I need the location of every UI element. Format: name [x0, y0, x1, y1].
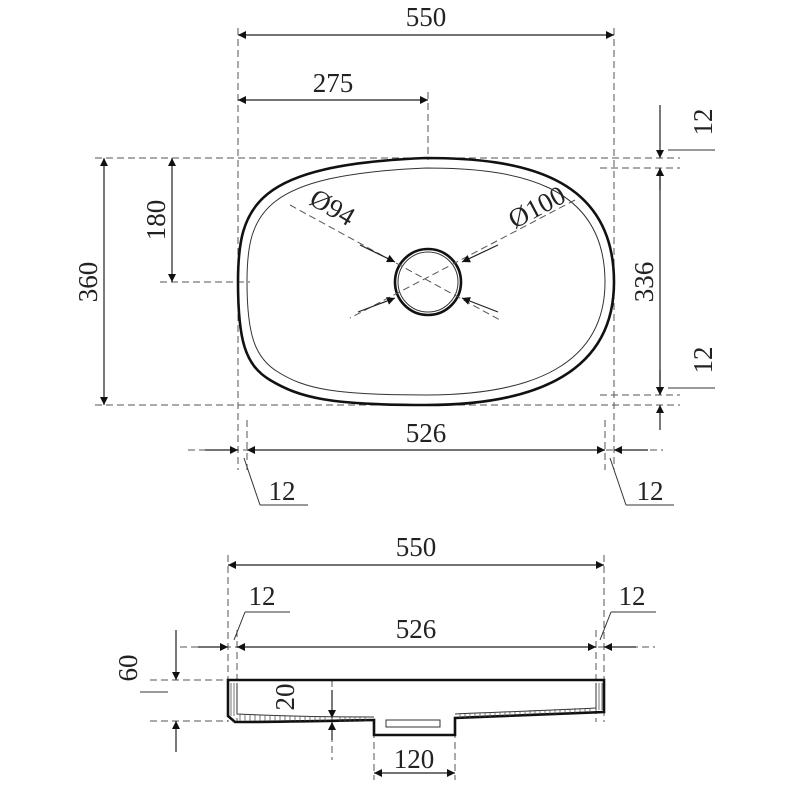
- basin-inner-outline: [246, 167, 606, 396]
- top-view: 550 275 360 180 336 12 12 526 12: [73, 2, 718, 506]
- drain-hole-outline: [393, 247, 463, 317]
- dim-label-drain-left: Ø94: [305, 183, 361, 232]
- dim-label-overall-width: 550: [406, 2, 447, 32]
- dim-label-overall-depth: 360: [73, 262, 103, 303]
- side-dim-label-height: 60: [113, 655, 143, 682]
- dim-label-inner-depth: 336: [629, 262, 659, 303]
- side-dim-label-inner-width: 526: [396, 614, 437, 644]
- dim-label-drain-right: Ø100: [503, 180, 570, 235]
- basin-side-profile: [226, 678, 606, 737]
- side-dim-label-overall-width: 550: [396, 532, 437, 562]
- dim-label-half-depth: 180: [141, 200, 171, 241]
- side-view: 550 12 12 526 60 20 120: [113, 532, 656, 780]
- drain-hole-inner: [397, 251, 459, 313]
- side-dim-label-rim-right: 12: [619, 581, 646, 611]
- hatch-bottom: [230, 683, 603, 721]
- side-dim-label-drain-width: 120: [394, 744, 435, 774]
- side-dim-label-bowl-depth: 20: [270, 684, 300, 711]
- dim-label-inner-width: 526: [406, 418, 447, 448]
- dim-label-half-width: 275: [313, 68, 354, 98]
- side-dim-label-rim-left: 12: [249, 581, 276, 611]
- dim-label-rim-right: 12: [637, 476, 664, 506]
- dim-label-rim-left: 12: [269, 476, 296, 506]
- basin-outer-outline: [236, 156, 616, 407]
- dim-label-rim-bottom: 12: [688, 347, 718, 374]
- dim-label-rim-top: 12: [688, 109, 718, 136]
